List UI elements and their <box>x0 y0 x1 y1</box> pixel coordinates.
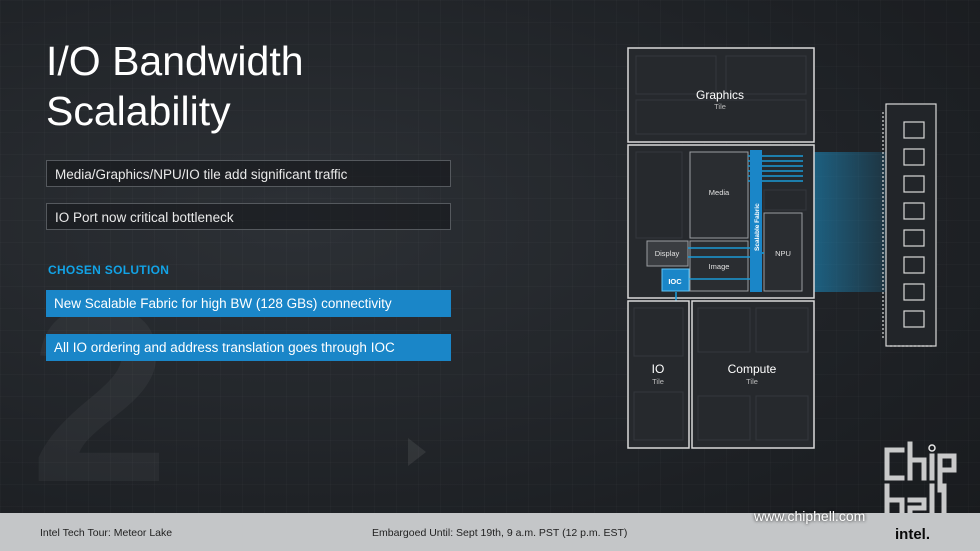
compute-tile-label: Compute <box>728 362 777 376</box>
slide-title: I/O Bandwidth Scalability <box>46 36 304 136</box>
media-block <box>689 151 749 239</box>
scalable-fabric-bar <box>750 150 762 292</box>
display-label: Display <box>655 249 680 258</box>
fabric-links <box>675 155 803 308</box>
title-line-2: Scalability <box>46 88 231 134</box>
io-tile-sub: Tile <box>652 377 664 386</box>
npu-label: NPU <box>775 249 791 258</box>
soc-tile: Media Display Image NPU <box>627 144 815 308</box>
memory-link-beam <box>805 152 887 292</box>
media-label: Media <box>709 188 730 197</box>
intel-logo: intel. <box>895 526 931 543</box>
point-box-2: IO Port now critical bottleneck <box>46 203 451 230</box>
watermark-url: www.chiphell.com <box>754 508 866 524</box>
display-block <box>646 240 689 267</box>
footer-left-text: Intel Tech Tour: Meteor Lake <box>40 527 173 539</box>
compute-tile-sub: Tile <box>746 377 758 386</box>
solution-box-2: All IO ordering and address translation … <box>46 334 451 361</box>
chiphell-watermark-logo <box>884 441 957 520</box>
section-label: CHOSEN SOLUTION <box>48 263 170 277</box>
graphics-tile: Graphics Tile <box>627 47 815 143</box>
solution-box-1: New Scalable Fabric for high BW (128 GBs… <box>46 290 451 317</box>
io-tile-label: IO <box>652 362 665 376</box>
compute-tile: Compute Tile <box>691 300 815 449</box>
io-tile: IO Tile <box>627 300 690 449</box>
footer-embargo-text: Embargoed Until: Sept 19th, 9 a.m. PST (… <box>372 527 628 539</box>
play-arrow-icon <box>408 438 426 466</box>
point-box-1: Media/Graphics/NPU/IO tile add significa… <box>46 160 451 187</box>
title-line-1: I/O Bandwidth <box>46 38 304 84</box>
footer-bar: Intel Tech Tour: Meteor Lake Embargoed U… <box>0 513 980 551</box>
scalable-fabric-label: Scalable Fabric <box>754 203 761 251</box>
graphics-tile-sub: Tile <box>714 102 726 111</box>
image-block <box>689 240 749 292</box>
ioc-block <box>661 268 690 292</box>
memory-module-icon <box>882 103 937 347</box>
graphics-tile-label: Graphics <box>696 88 744 102</box>
image-label: Image <box>709 262 730 271</box>
ioc-label: IOC <box>668 277 682 286</box>
npu-block <box>763 212 803 292</box>
